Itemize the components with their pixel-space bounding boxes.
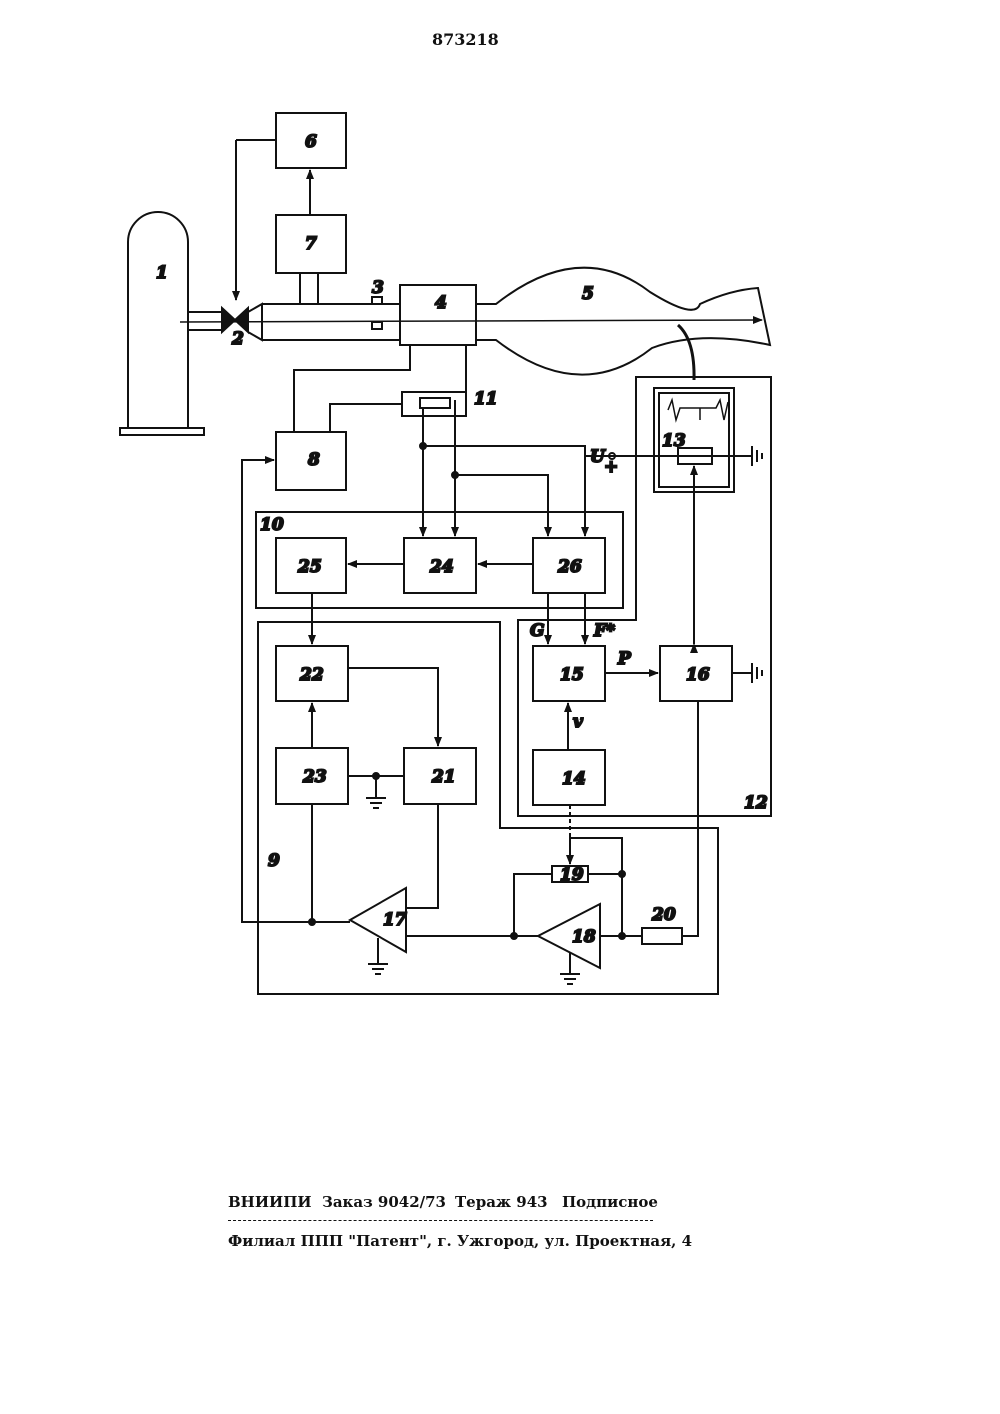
group-9: [258, 622, 718, 994]
label-24: 24: [429, 557, 454, 577]
label-8: 8: [307, 450, 320, 470]
cylinder-pipe: [188, 312, 222, 330]
resistor-20: [642, 928, 682, 944]
ground-23-21: [366, 776, 386, 808]
label-5: 5: [582, 284, 594, 304]
ground-16: [732, 663, 762, 683]
label-2: 2: [231, 329, 244, 349]
label-v: v: [573, 712, 584, 732]
label-26: 26: [557, 557, 582, 577]
label-17: 17: [383, 910, 407, 930]
label-23: 23: [302, 767, 327, 787]
label-p: P: [617, 649, 632, 669]
label-19: 19: [560, 865, 584, 885]
label-25: 25: [297, 557, 322, 577]
label-g: G: [530, 621, 545, 641]
line-21-to-17: [406, 804, 438, 908]
label-12: 12: [744, 793, 768, 813]
label-14: 14: [562, 769, 586, 789]
label-18: 18: [572, 927, 596, 947]
footer-print-run: Тераж 943: [455, 1193, 548, 1211]
ground-17: [368, 938, 388, 974]
label-13: 13: [662, 431, 686, 451]
line-22-to-21: [348, 668, 438, 746]
label-1: 1: [156, 263, 168, 283]
footer-order: Заказ 9042/73: [322, 1193, 446, 1211]
label-9: 9: [268, 851, 280, 871]
label-15: 15: [560, 665, 584, 685]
sensor-3-top: [372, 297, 382, 304]
label-7: 7: [305, 234, 317, 254]
label-10: 10: [260, 515, 284, 535]
label-11: 11: [474, 389, 498, 409]
footer-branch: Филиал ППП "Патент", г. Ужгород, ул. Про…: [228, 1232, 692, 1250]
footer-org: ВНИИПИ: [228, 1193, 312, 1211]
footer-divider: [228, 1220, 653, 1221]
footer-subscription: Подписное: [562, 1193, 658, 1211]
label-20: 20: [651, 905, 676, 925]
label-6: 6: [305, 132, 317, 152]
label-4: 4: [435, 293, 447, 313]
label-22: 22: [299, 665, 324, 685]
gas-cylinder-1: [120, 212, 204, 435]
ground-13: [712, 446, 762, 466]
sensor-3-bottom: [372, 322, 382, 329]
line-6-to-valve: [236, 140, 276, 298]
label-plus: +: [604, 457, 618, 477]
label-16: 16: [686, 665, 710, 685]
schematic-diagram: 1 2 3 4 5 6 7 8: [0, 0, 1000, 1100]
label-3: 3: [372, 278, 384, 298]
line-8-to-11: [330, 404, 402, 432]
probe-wire: [678, 325, 694, 380]
label-f: F*: [593, 621, 615, 641]
line-16-to-20: [682, 701, 698, 936]
line-pipe-to-7: [300, 273, 318, 304]
label-21: 21: [431, 767, 456, 787]
line-4-to-8: [294, 345, 410, 432]
flow-axis: [180, 320, 762, 322]
block-11: [402, 392, 466, 416]
